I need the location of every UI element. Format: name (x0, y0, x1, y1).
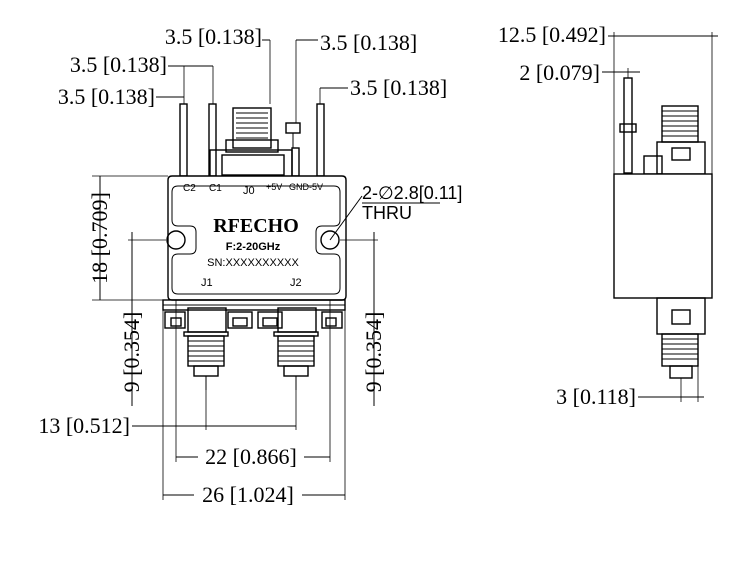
dim-side-pin-offset: 2 [0.079] (519, 60, 600, 85)
port-label-j0: J0 (243, 185, 255, 197)
serial-label: SN:XXXXXXXXXX (207, 257, 299, 269)
dim-pin-pitch-left-1: 3.5 [0.138] (70, 52, 167, 77)
dim-side-bottom-offset: 3 [0.118] (556, 384, 636, 409)
dim-mount-hole-left: 9 [0.354] (119, 312, 144, 393)
side-view (613, 77, 713, 379)
side-dimensions: 12.5 [0.492] 2 [0.079] 3 [0.118] (498, 22, 718, 409)
connector-j2 (273, 307, 319, 390)
dim-pin-pitch-top-1: 3.5 [0.138] (165, 24, 262, 49)
brand-logo: RFECHO (213, 215, 299, 237)
connector-j0 (209, 107, 301, 179)
pin-label-c2: C2 (183, 183, 196, 194)
dim-body-height: 18 [0.709] (87, 192, 112, 284)
pin-label-plus5v: +5V (266, 182, 282, 192)
side-body (613, 173, 713, 299)
connector-j1 (183, 307, 229, 390)
front-dimensions: 3.5 [0.138] 3.5 [0.138] 3.5 [0.138] 3.5 … (38, 24, 462, 507)
front-view: C2 C1 J0 +5V GND -5V RFECHO F:2-20GHz SN… (162, 103, 347, 390)
dim-side-depth: 12.5 [0.492] (498, 22, 606, 47)
port-label-j2: J2 (290, 277, 302, 289)
dim-body-width: 26 [1.024] (202, 482, 294, 507)
hole-callout-label: 2-∅2.8[0.11] (362, 183, 462, 203)
dim-port-spacing: 13 [0.512] (38, 413, 130, 438)
mount-hole-left (166, 230, 186, 250)
dim-hole-spacing: 22 [0.866] (205, 444, 297, 469)
hole-callout-note: THRU (362, 203, 412, 223)
pin-label-gnd: GND (289, 182, 310, 192)
dim-pin-pitch-right: 3.5 [0.138] (350, 75, 447, 100)
frequency-label: F:2-20GHz (226, 241, 281, 253)
dim-pin-pitch-left-2: 3.5 [0.138] (58, 84, 155, 109)
dim-mount-hole-right: 9 [0.354] (361, 312, 386, 393)
switch-body (167, 175, 347, 301)
base-plate (162, 299, 346, 329)
dim-pin-pitch-top-2: 3.5 [0.138] (320, 30, 417, 55)
mount-hole-right (320, 230, 340, 250)
pin-label-c1: C1 (209, 183, 222, 194)
pin-label-minus5v: -5V (309, 182, 323, 192)
port-label-j1: J1 (201, 277, 213, 289)
